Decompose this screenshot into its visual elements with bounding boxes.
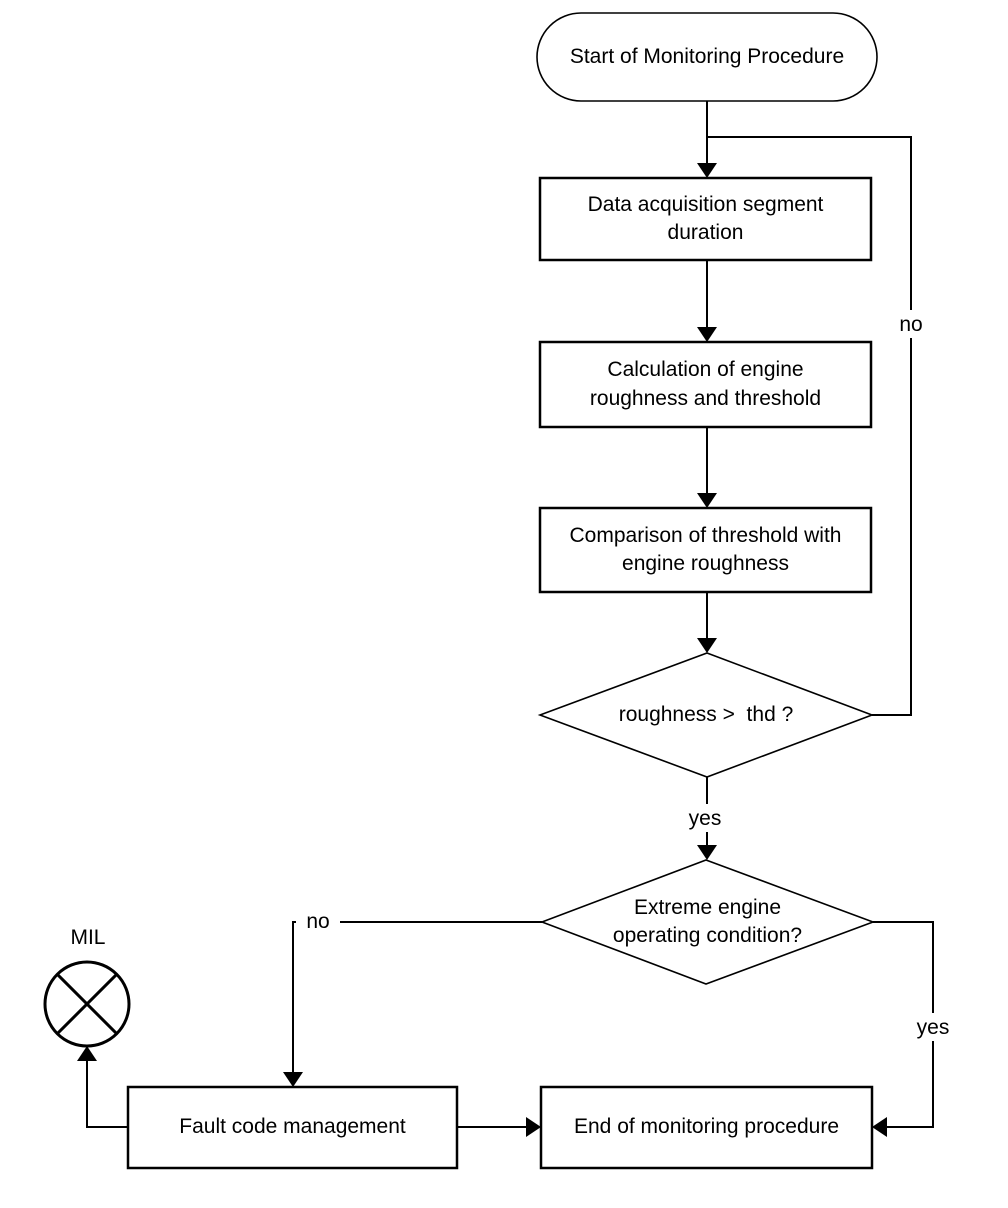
acquisition-box-shape: [538, 176, 873, 262]
extreme-decision-diamond-shape: [539, 859, 876, 985]
edge-fault-to-mil: [86, 1058, 128, 1128]
edge-label-extreme-yes: yes: [911, 1013, 955, 1041]
mil-lamp-icon: [43, 960, 131, 1048]
arrowhead-into-calculation: [697, 327, 717, 342]
arrowhead-into-comparison: [697, 493, 717, 508]
fault-box-shape: [126, 1085, 459, 1170]
start-terminator-shape: [536, 12, 878, 102]
edge-label-extreme-no: no: [296, 907, 340, 935]
end-box-shape: [539, 1085, 874, 1170]
roughness-decision-diamond-shape: [537, 652, 875, 778]
roughness-decision-label: roughness > thd ?: [618, 702, 794, 726]
arrowhead-fault-into-end: [526, 1117, 541, 1137]
arrowhead-into-extreme-decision: [697, 845, 717, 860]
arrowhead-yes-into-end: [872, 1117, 887, 1137]
edge-label-roughness-no: no: [889, 310, 933, 338]
acquisition-node-label: Data acquisition segment duration: [587, 192, 824, 244]
mil-lamp-label: MIL: [70, 925, 106, 949]
edge-roughness-no-loop: [707, 136, 912, 716]
comparison-box-shape: [538, 506, 873, 594]
arrowhead-into-fault-box: [283, 1072, 303, 1087]
arrowhead-into-acquisition: [697, 163, 717, 178]
calculation-box-shape: [538, 340, 873, 429]
calculation-node-label: Calculation of engine roughness and thre…: [589, 358, 822, 410]
edge-label-roughness-yes: yes: [683, 804, 727, 832]
arrowhead-into-mil-lamp: [77, 1046, 97, 1061]
arrowhead-into-roughness-decision: [697, 638, 717, 653]
edge-extreme-no: [292, 921, 542, 1075]
fault-node-label: Fault code management: [179, 1115, 406, 1139]
start-node-label: Start of Monitoring Procedure: [569, 44, 845, 68]
comparison-node-label: Comparison of threshold with engine roug…: [569, 523, 842, 575]
extreme-decision-label: Extreme engine operating condition?: [612, 895, 803, 947]
mil-lamp-cross-line-2: [56, 973, 118, 1035]
end-node-label: End of monitoring procedure: [574, 1115, 839, 1139]
